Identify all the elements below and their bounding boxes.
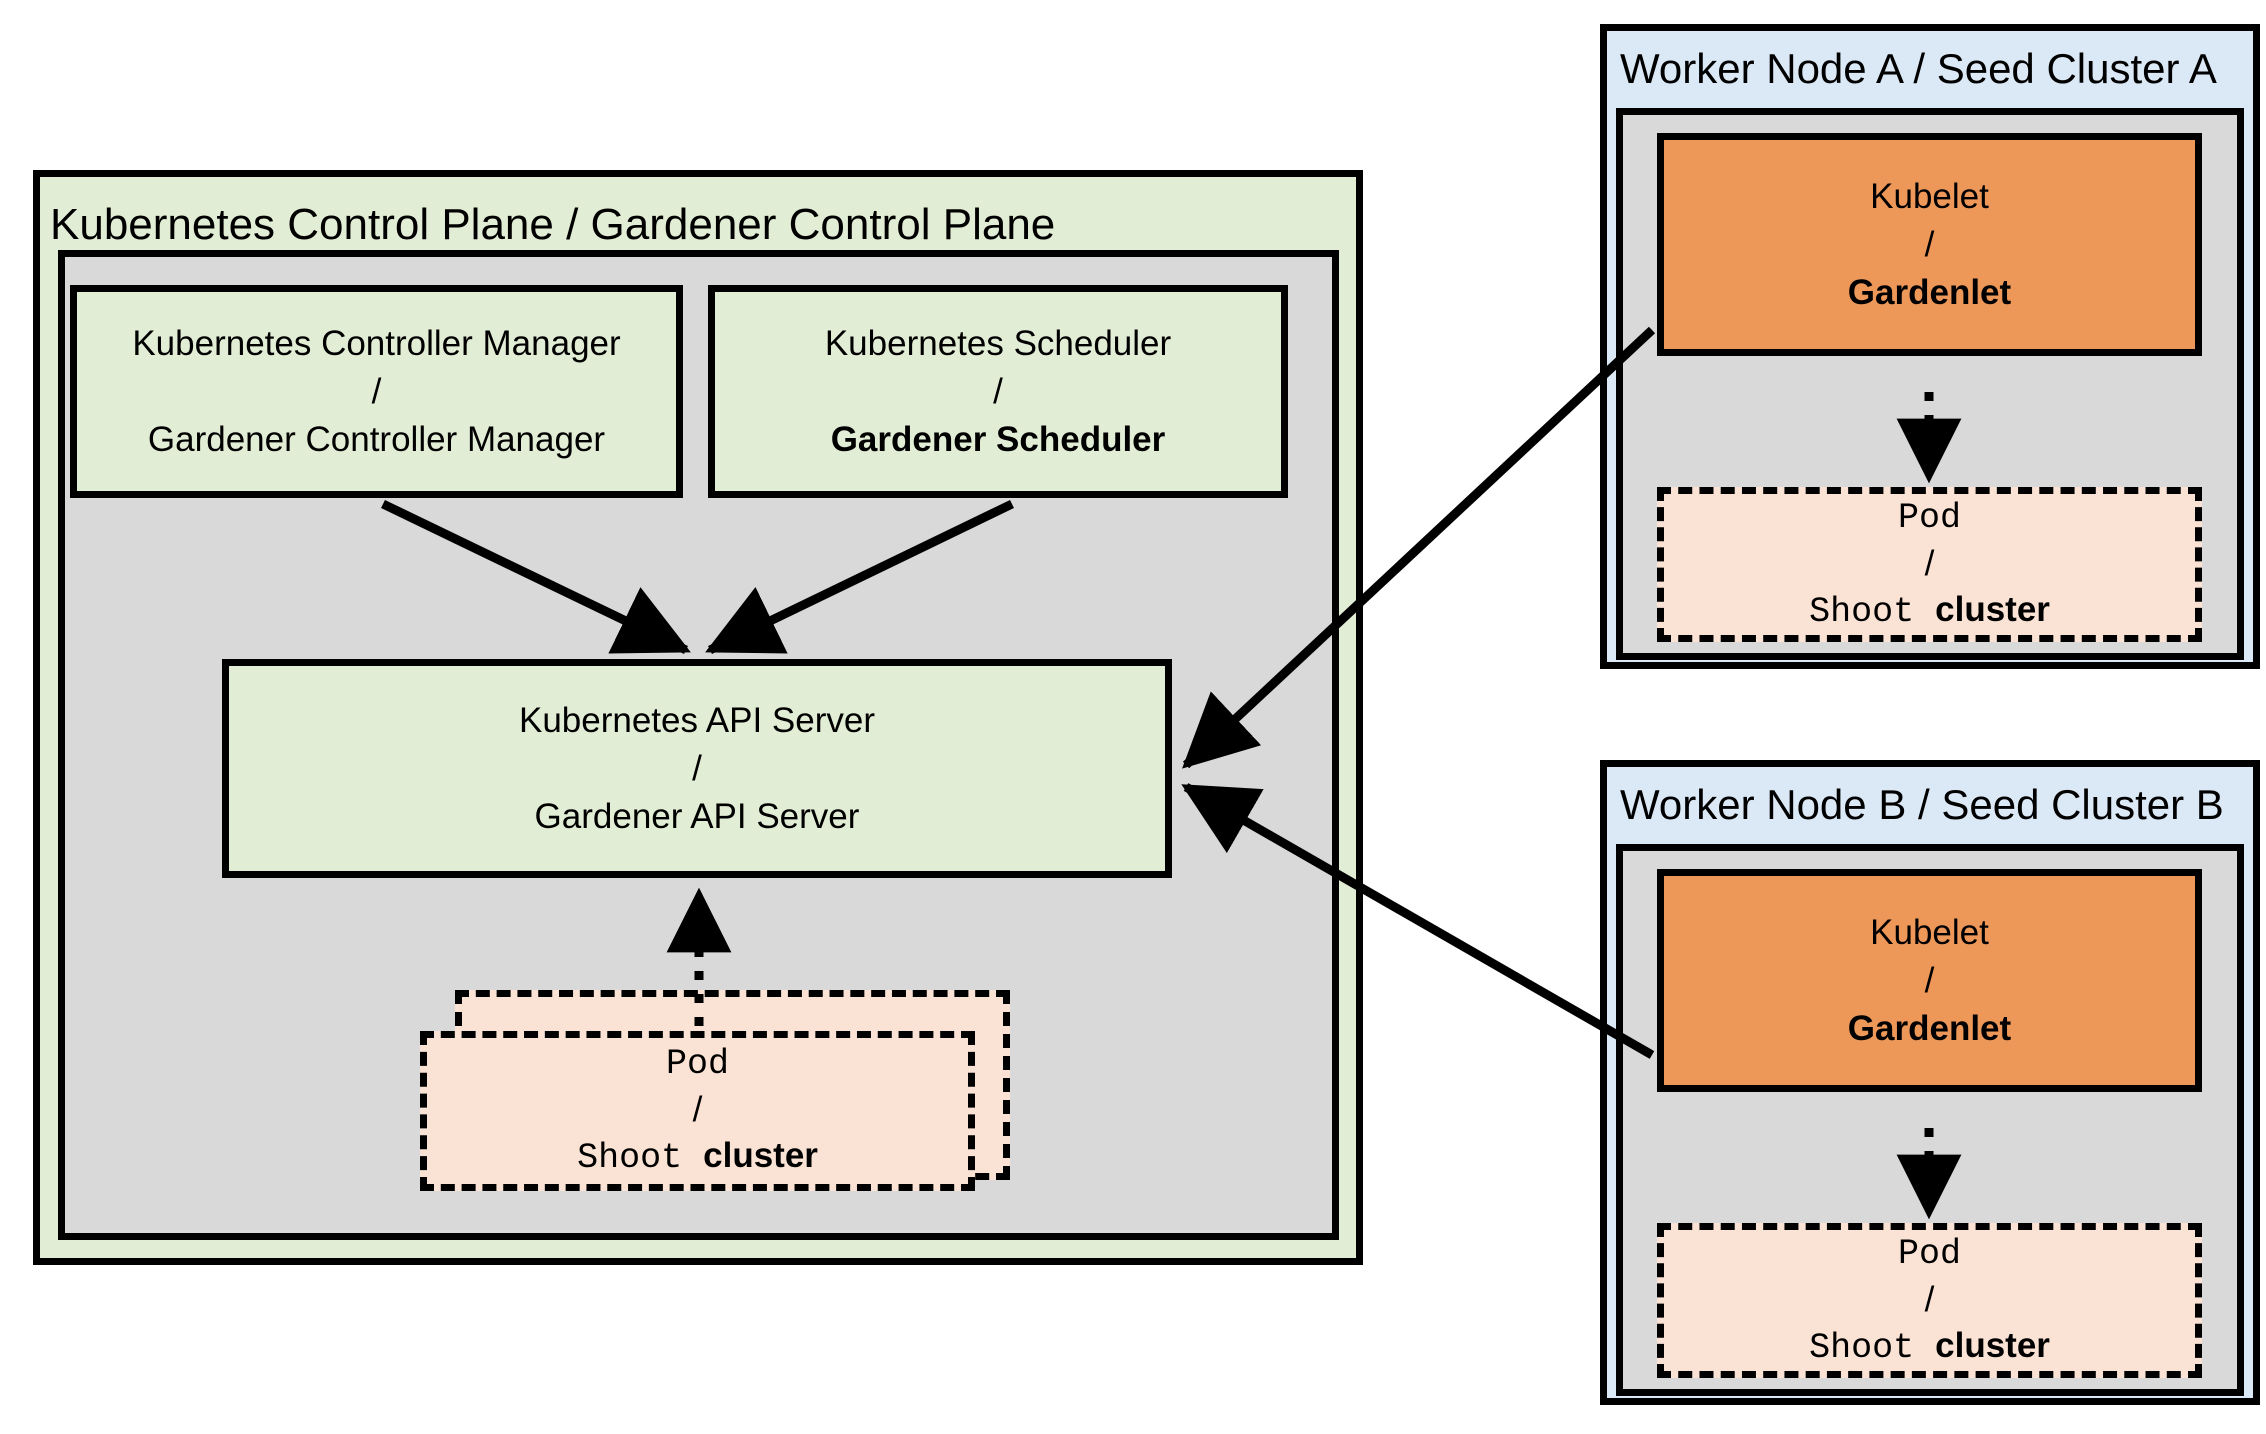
worker-node-a-title: Worker Node A / Seed Cluster A	[1620, 45, 2217, 92]
pod-a-line2: Shoot cluster	[1809, 587, 2050, 635]
control-plane-pod-separator: /	[692, 1090, 703, 1129]
control-plane-pod-line2: Shoot cluster	[577, 1133, 818, 1181]
pod-a-line1: Pod	[1897, 497, 1961, 538]
api-server-separator: /	[692, 748, 702, 788]
worker-node-b-title: Worker Node B / Seed Cluster B	[1620, 781, 2224, 828]
pod-a-cluster: cluster	[1935, 589, 2050, 629]
pod-b-shoot: Shoot	[1809, 1327, 1936, 1368]
controller-manager-separator: /	[371, 371, 382, 411]
pod-b-separator: /	[1924, 1279, 1935, 1319]
controller-manager-line1: Kubernetes Controller Manager	[132, 323, 621, 363]
pod-b-line2: Shoot cluster	[1809, 1323, 2050, 1371]
pod-b-line1: Pod	[1897, 1233, 1961, 1274]
pod-a-separator: /	[1924, 543, 1935, 583]
kubelet-b-line2: Gardenlet	[1847, 1008, 2012, 1048]
api-server-line1: Kubernetes API Server	[518, 700, 876, 740]
kubelet-a-line1: Kubelet	[1870, 176, 1989, 216]
kubernetes-controller-manager-box: Kubernetes Controller Manager / Gardener…	[70, 285, 683, 498]
kubelet-a-line2: Gardenlet	[1847, 272, 2012, 312]
scheduler-line1: Kubernetes Scheduler	[824, 323, 1172, 363]
kubelet-b-separator: /	[1924, 960, 1935, 1000]
kubelet-b-line1: Kubelet	[1870, 912, 1989, 952]
kubelet-gardenlet-box-b: Kubelet / Gardenlet	[1657, 869, 2202, 1092]
control-plane-pod-cluster: cluster	[703, 1136, 818, 1175]
scheduler-line2: Gardener Scheduler	[830, 419, 1166, 459]
api-server-line2: Gardener API Server	[534, 796, 860, 836]
control-plane-pod-box: Pod / Shoot cluster	[420, 1031, 975, 1191]
pod-a-shoot: Shoot	[1809, 591, 1936, 632]
control-plane-title: Kubernetes Control Plane / Gardener Cont…	[50, 200, 1056, 249]
pod-box-b: Pod / Shoot cluster	[1657, 1223, 2202, 1378]
kubernetes-api-server-box: Kubernetes API Server / Gardener API Ser…	[222, 659, 1172, 878]
kubelet-a-separator: /	[1924, 224, 1935, 264]
control-plane-pod-shoot: Shoot	[577, 1138, 704, 1178]
pod-box-a: Pod / Shoot cluster	[1657, 487, 2202, 642]
kubelet-gardenlet-box-a: Kubelet / Gardenlet	[1657, 133, 2202, 356]
controller-manager-line2: Gardener Controller Manager	[147, 419, 606, 459]
scheduler-separator: /	[993, 371, 1003, 411]
pod-b-cluster: cluster	[1935, 1325, 2050, 1365]
control-plane-pod-line1: Pod	[665, 1044, 729, 1084]
kubernetes-scheduler-box: Kubernetes Scheduler / Gardener Schedule…	[708, 285, 1288, 498]
